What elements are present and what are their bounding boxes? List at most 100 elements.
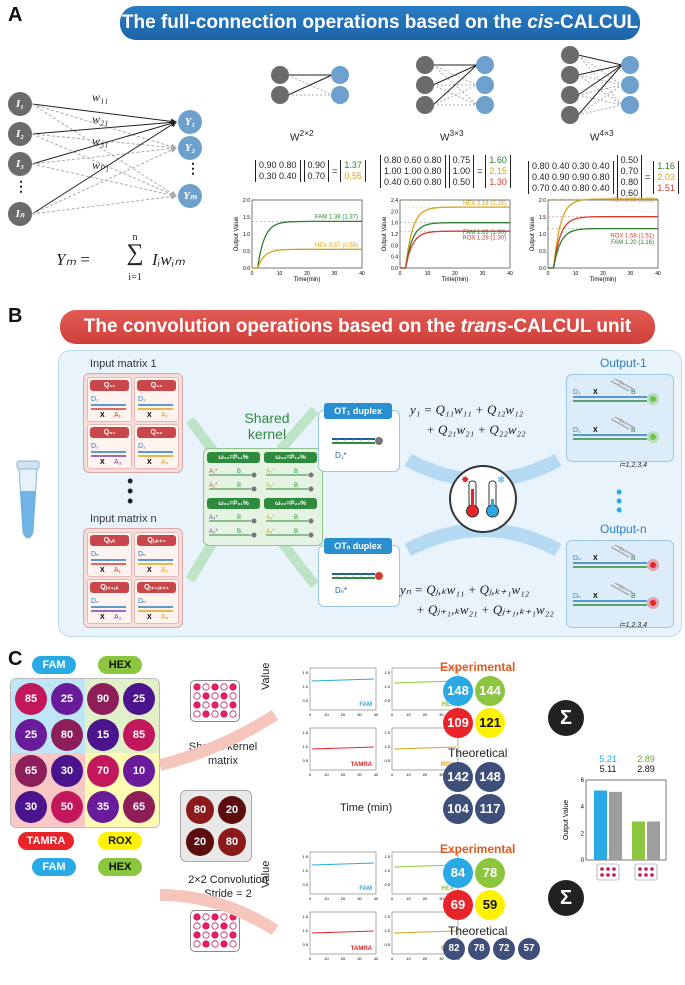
- well: [606, 867, 610, 871]
- well: [202, 683, 210, 691]
- theoretical-label-2: Theoretical: [448, 924, 508, 938]
- well: [220, 922, 228, 930]
- well: [193, 701, 201, 709]
- chart-ylabel: Output Value: [234, 216, 240, 251]
- curve-label: HEX 2.18 (2.15): [463, 201, 506, 207]
- y-tick-label: 2.0: [539, 198, 546, 204]
- x-label: X: [147, 614, 152, 621]
- curve-label: FAM 1.38 (1.37): [315, 215, 358, 221]
- bar-experimental: [632, 821, 645, 860]
- input-node: [271, 66, 289, 84]
- chart-xlabel: Time(min): [294, 277, 321, 283]
- kernel-b-label: B: [294, 469, 298, 475]
- y-tick-label: 0.8: [391, 243, 398, 249]
- weight-line: [577, 54, 623, 86]
- well: [193, 683, 201, 691]
- well: [202, 913, 210, 921]
- exp1-fam: 148: [443, 676, 473, 706]
- well: [193, 922, 201, 930]
- formula-rhs: Iᵢwᵢₘ: [152, 250, 185, 269]
- ot1-duplex-strand: [332, 437, 383, 445]
- mini-charts-2: 1.51.00.5010203040FAM1.51.00.5010203040H…: [300, 850, 460, 980]
- mini-x-tick: 40: [374, 712, 378, 717]
- mini-chart: 1.51.00.5010203040HEX: [384, 667, 460, 717]
- exp1-tamra: 109: [443, 708, 473, 738]
- weight-line: [577, 74, 623, 106]
- output-node: [621, 56, 639, 74]
- a-label: A₂: [161, 412, 169, 419]
- input-ellipsis: ⋮: [14, 178, 28, 194]
- mini-x-tick: 20: [341, 896, 346, 901]
- grid1-cell: 85: [15, 683, 47, 715]
- theo2-tamra: 72: [493, 938, 515, 960]
- well: [644, 873, 648, 877]
- mini-x-tick: 30: [439, 772, 444, 777]
- weight-line: [432, 64, 478, 86]
- net-label-4x3: W4×3: [590, 128, 614, 144]
- y-tick-label: 0.5: [539, 249, 546, 255]
- kernel-value-22: 80: [218, 828, 246, 856]
- x-tick-label: 0: [399, 271, 402, 277]
- x-label: X: [147, 412, 152, 419]
- well: [193, 931, 201, 939]
- curve-label: FAM 1.63 (1.60): [463, 230, 506, 236]
- mini-y-tick: 0.5: [302, 698, 308, 703]
- grid1-cell: 10: [123, 755, 155, 787]
- output-1-index: i=1,2,3,4: [620, 462, 648, 469]
- bar-ylabel: Output Value: [563, 800, 570, 840]
- x-tick-label: 30: [332, 271, 338, 277]
- grid1-cell: 70: [87, 755, 119, 787]
- fluorophore: [650, 562, 656, 568]
- output-ellipsis: •••: [616, 482, 623, 520]
- well: [220, 940, 228, 948]
- d-label: Dₙ: [138, 551, 146, 558]
- kernel-a-label: A₁*: [209, 469, 218, 475]
- mini-x-tick: 20: [423, 956, 428, 961]
- mini-x-tick: 20: [423, 896, 428, 901]
- mini-curve: [311, 678, 375, 682]
- x-tick-label: 0: [547, 271, 550, 277]
- mini-y-tick: 0.5: [384, 698, 390, 703]
- mini-curve: [311, 746, 375, 750]
- panel-b-letter: B: [8, 305, 23, 327]
- input-node: [561, 66, 579, 84]
- mini-chart-ylabel-2: Value: [260, 860, 272, 888]
- bar-theoretical: [647, 821, 660, 860]
- output-node: [476, 96, 494, 114]
- mini-frame: [309, 851, 377, 895]
- mini-chart: 1.51.00.5010203040HEX: [384, 851, 460, 901]
- mini-label: TAMRA: [351, 946, 373, 952]
- kernel-weight: ω₁₁=P₁₁%: [207, 452, 260, 463]
- theo2-hex: 78: [468, 938, 490, 960]
- curve-label: HEX 1.85 (2.03): [611, 198, 654, 204]
- well: [202, 922, 210, 930]
- net-label-2x2: W2×2: [290, 128, 314, 144]
- mini-x-tick: 10: [324, 956, 329, 961]
- mini-y-tick: 1.5: [384, 854, 390, 859]
- network-nodes: I₁ I₂ I₃ ⋮ Iₙ Y₁ Y₂ ⋮ Yₘ w₁₁ w₂₁ w₃₁ wₙ₁: [0, 80, 230, 240]
- input-node: [271, 86, 289, 104]
- x-tick-label: 0: [251, 271, 254, 277]
- y-tick-label: 0.4: [391, 255, 398, 261]
- mini-y-tick: 0.5: [384, 882, 390, 887]
- a-label: A₁: [114, 412, 122, 419]
- kernel-b-label: B: [237, 529, 241, 535]
- grid1-cell: 15: [87, 719, 119, 751]
- mini-x-tick: 30: [357, 772, 362, 777]
- output-node: [331, 66, 349, 84]
- well: [202, 931, 210, 939]
- mini-x-tick: 30: [439, 956, 444, 961]
- well: [220, 931, 228, 939]
- mini-y-tick: 1.5: [302, 670, 308, 675]
- kinetic-curve: [400, 222, 510, 269]
- d-label: Dₙ: [138, 598, 146, 605]
- grid1-cell: 35: [87, 791, 119, 823]
- well: [229, 931, 237, 939]
